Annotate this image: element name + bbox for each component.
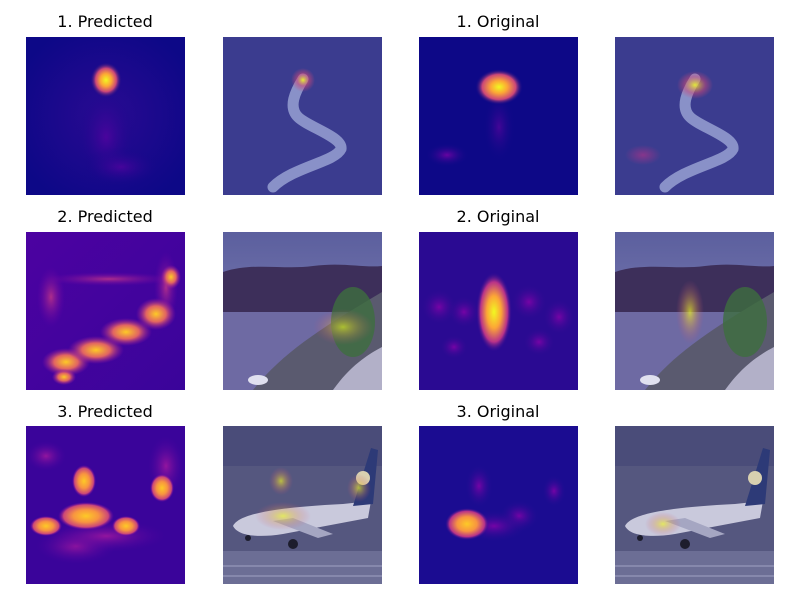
row2-predicted-title: 2. Predicted (57, 207, 153, 226)
row2-original-heatmap (419, 232, 578, 390)
row1-predicted-title: 1. Predicted (57, 12, 153, 31)
row3-original-heatmap (419, 426, 578, 584)
row3-predicted-title: 3. Predicted (57, 402, 153, 421)
row2-original-title: 2. Original (456, 207, 540, 226)
row3-original-title: 3. Original (456, 402, 540, 421)
row3-predicted-overlay (223, 426, 382, 584)
row2-predicted-heatmap (26, 232, 185, 390)
row2-original-overlay (615, 232, 774, 390)
row1-original-title: 1. Original (456, 12, 540, 31)
row1-predicted-overlay (223, 37, 382, 195)
row2-predicted-overlay (223, 232, 382, 390)
row1-predicted-heatmap (26, 37, 185, 195)
row1-original-heatmap (419, 37, 578, 195)
row1-original-overlay (615, 37, 774, 195)
row3-predicted-heatmap (26, 426, 185, 584)
row3-original-overlay (615, 426, 774, 584)
